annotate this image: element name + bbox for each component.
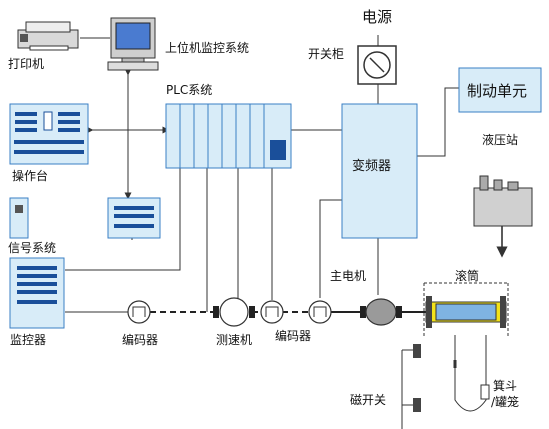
host-monitor-label: 上位机监控系统 — [165, 41, 250, 55]
main-motor-icon — [360, 298, 402, 326]
encoder-mid-label: 编码器 — [275, 329, 312, 343]
encoder-right-icon — [308, 300, 332, 324]
brake-unit-label: 制动单元 — [467, 82, 528, 100]
tacho-generator-icon — [213, 297, 255, 327]
encoder-mid-icon — [260, 300, 284, 324]
hydraulic-station-label: 液压站 — [482, 133, 519, 147]
switch-cabinet-label: 开关柜 — [308, 47, 345, 61]
encoder-left-icon — [127, 300, 151, 324]
magnetic-switch-bottom-icon — [413, 398, 421, 412]
skip-label: 箕斗 — [493, 379, 518, 393]
inverter-box — [341, 103, 418, 239]
printer-label: 打印机 — [8, 57, 45, 71]
plc-label: PLC系统 — [166, 83, 213, 97]
tacho-label: 测速机 — [216, 333, 253, 347]
signal-system-icon — [9, 197, 161, 239]
encoder-left-label: 编码器 — [122, 333, 159, 347]
inverter-label: 变频器 — [352, 159, 392, 174]
monitor-device-icon — [9, 257, 65, 329]
main-motor-label: 主电机 — [330, 269, 367, 283]
console-icon — [9, 103, 89, 165]
drum-icon — [402, 282, 509, 338]
hydraulic-station-icon — [473, 175, 533, 227]
console-label: 操作台 — [12, 169, 49, 183]
magnetic-switch-label: 磁开关 — [350, 393, 387, 407]
printer-icon — [17, 21, 79, 51]
drum-label: 滚筒 — [455, 269, 480, 283]
skip-icon — [480, 384, 490, 400]
monitor-label: 监控器 — [10, 333, 47, 347]
signal-system-label: 信号系统 — [8, 241, 57, 255]
switch-cabinet-icon — [357, 45, 397, 85]
plc-rack — [165, 103, 292, 169]
cage-label: /罐笼 — [491, 395, 520, 409]
magnetic-switch-top-icon — [413, 344, 421, 358]
connection-lines — [65, 35, 508, 429]
host-computer-icon — [107, 17, 159, 71]
power-label: 电源 — [362, 8, 393, 26]
brake-unit-box — [458, 67, 542, 113]
